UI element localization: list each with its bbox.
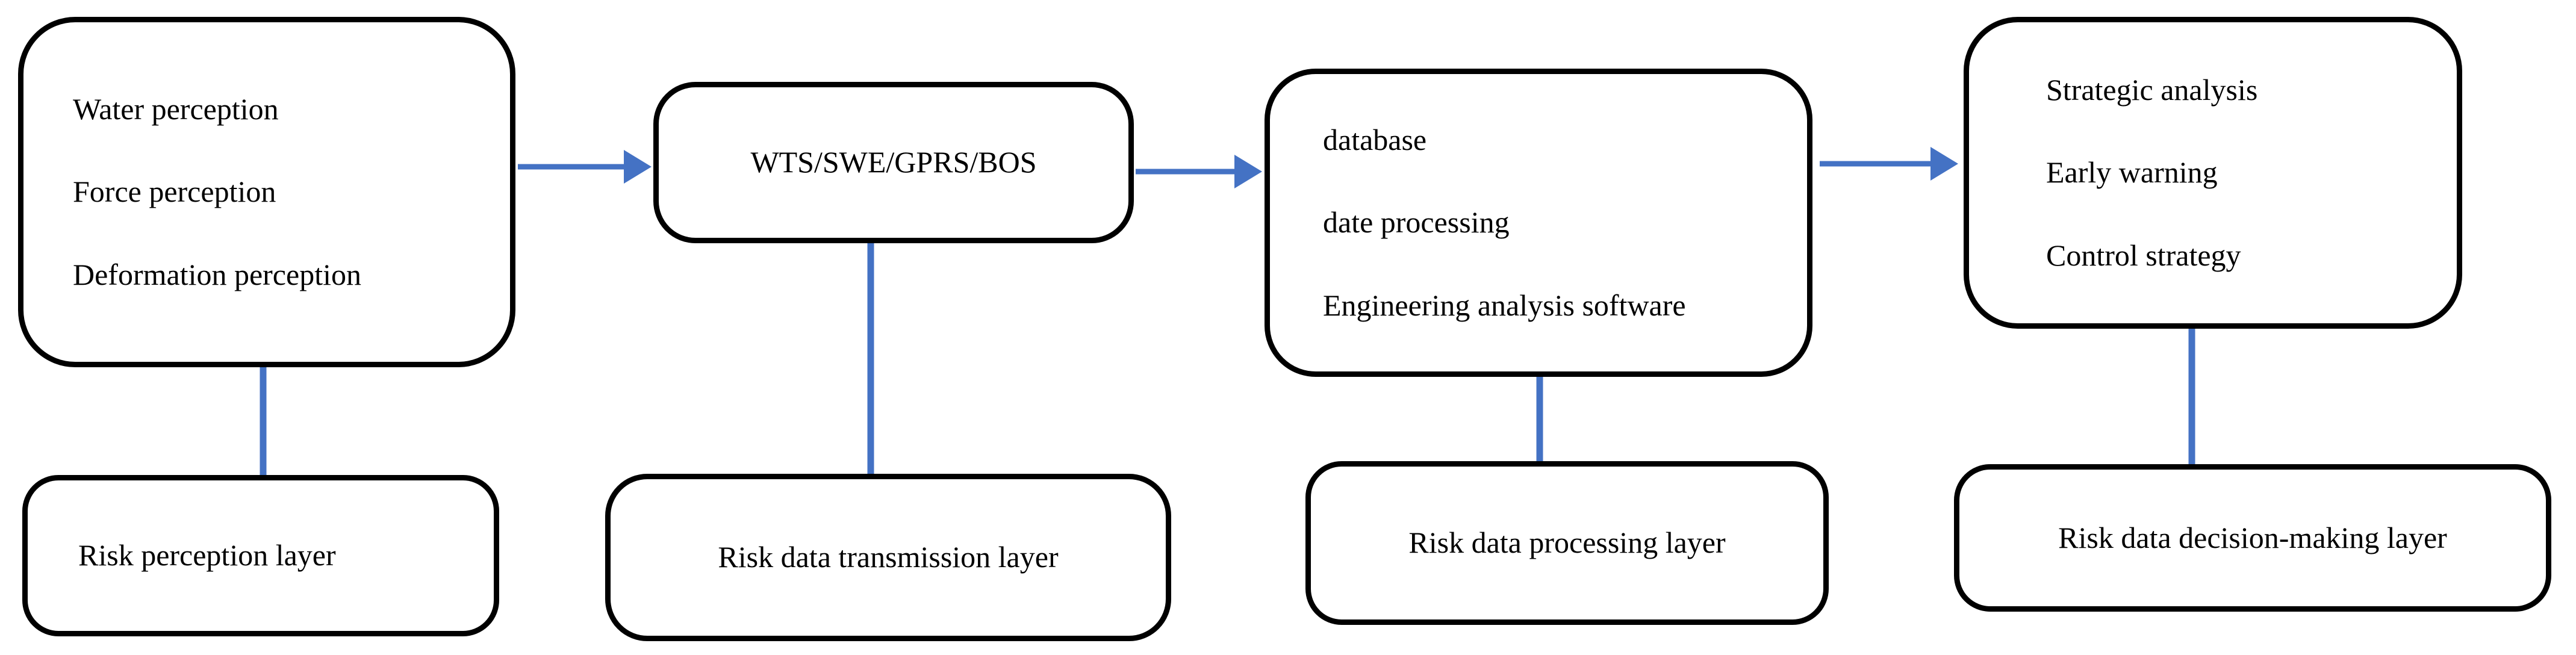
box-line: Engineering analysis software <box>1323 288 1686 322</box>
arrow-col1-to-col2 <box>518 150 652 184</box>
layer-label: Risk perception layer <box>78 538 336 573</box>
layer-label: Risk data decision-making layer <box>2058 520 2447 554</box>
processing-items-box: database date processing Engineering ana… <box>1265 69 1812 377</box>
arrow-col2-to-col3-head <box>1234 155 1262 188</box>
box-line: Strategic analysis <box>2046 72 2258 107</box>
transmission-tech-box: WTS/SWE/GPRS/BOS <box>653 82 1134 243</box>
box-line: Water perception <box>73 92 279 126</box>
arrow-col3-to-col4-head <box>1930 147 1958 181</box>
risk-data-transmission-layer-box: Risk data transmission layer <box>605 474 1171 641</box>
box-line: Control strategy <box>2046 238 2241 272</box>
box-line: Force perception <box>73 175 276 209</box>
box-line: WTS/SWE/GPRS/BOS <box>750 145 1037 179</box>
risk-data-processing-layer-box: Risk data processing layer <box>1305 461 1829 625</box>
layer-label: Risk data transmission layer <box>718 540 1059 574</box>
box-line: Early warning <box>2046 155 2218 190</box>
arrow-col2-to-col3 <box>1136 155 1262 188</box>
perception-items-box: Water perception Force perception Deform… <box>18 17 515 367</box>
box-line: Deformation perception <box>73 257 361 291</box>
risk-perception-layer-box: Risk perception layer <box>22 475 499 636</box>
risk-data-decision-making-layer-box: Risk data decision-making layer <box>1954 464 2551 612</box>
arrow-col1-to-col2-head <box>624 150 652 184</box>
box-line: date processing <box>1323 205 1510 240</box>
layer-label: Risk data processing layer <box>1408 526 1726 560</box>
arrow-col3-to-col4 <box>1820 147 1958 181</box>
decision-items-box: Strategic analysis Early warning Control… <box>1964 17 2462 329</box>
box-line: database <box>1323 122 1427 157</box>
